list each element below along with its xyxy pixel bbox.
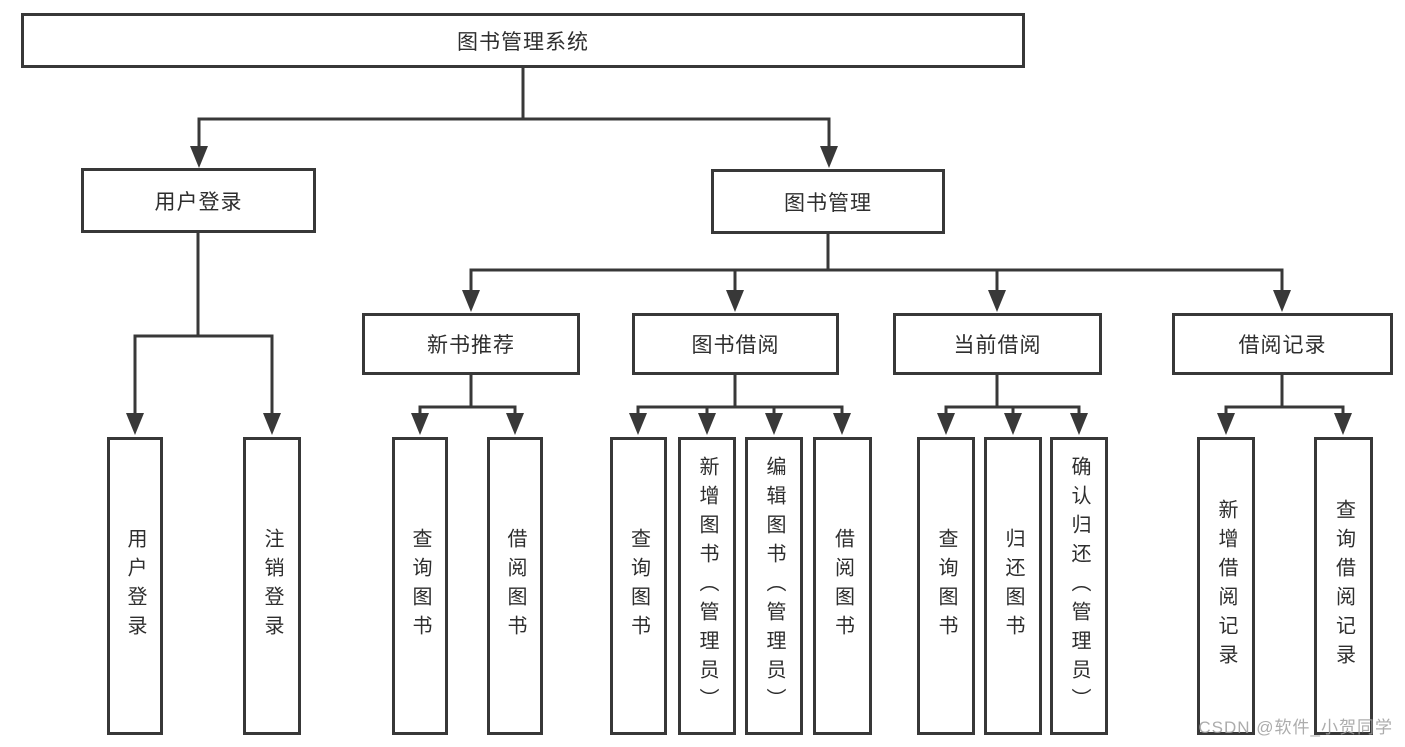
leaf-user-login: 用户登录 [107, 437, 163, 735]
node-book-borrow-label: 图书借阅 [691, 334, 780, 357]
leaf-borrow-book: 借阅图书 [813, 437, 872, 735]
leaf-borrow-book-recommend: 借阅图书 [487, 437, 543, 735]
node-root-label: 图书管理系统 [457, 30, 589, 54]
leaf-query-book-recommend-label: 查询图书 [409, 528, 431, 644]
leaf-logout: 注销登录 [243, 437, 301, 735]
node-borrow-records: 借阅记录 [1172, 313, 1393, 375]
leaf-confirm-return-admin: 确认归还（管理员） [1050, 437, 1108, 735]
node-book-management: 图书管理 [711, 169, 945, 234]
watermark: CSDN @软件_小贺同学 [1198, 718, 1393, 737]
leaf-add-borrow-record-label: 新增借阅记录 [1215, 499, 1237, 673]
leaf-query-book-current: 查询图书 [917, 437, 975, 735]
node-current-borrow-label: 当前借阅 [953, 334, 1042, 357]
leaf-query-book-borrow: 查询图书 [610, 437, 667, 735]
node-book-management-label: 图书管理 [784, 191, 872, 215]
leaf-query-borrow-record-label: 查询借阅记录 [1332, 499, 1355, 673]
node-root: 图书管理系统 [21, 13, 1025, 68]
leaf-return-book: 归还图书 [984, 437, 1042, 735]
leaf-add-book-admin: 新增图书（管理员） [678, 437, 736, 735]
arrowheads [126, 146, 1352, 435]
leaf-add-borrow-record: 新增借阅记录 [1197, 437, 1255, 735]
leaf-borrow-book-label: 借阅图书 [831, 528, 854, 644]
leaf-logout-label: 注销登录 [261, 528, 283, 644]
node-new-book-recommend: 新书推荐 [362, 313, 580, 375]
leaf-query-book-current-label: 查询图书 [935, 528, 957, 644]
node-user-login-label: 用户登录 [154, 190, 243, 214]
node-current-borrow: 当前借阅 [893, 313, 1102, 375]
node-book-borrow: 图书借阅 [632, 313, 839, 375]
leaf-query-book-borrow-label: 查询图书 [627, 528, 650, 644]
leaf-query-book-recommend: 查询图书 [392, 437, 448, 735]
node-new-book-recommend-label: 新书推荐 [427, 334, 515, 357]
leaf-query-borrow-record: 查询借阅记录 [1314, 437, 1373, 735]
leaf-add-book-admin-label: 新增图书（管理员） [696, 455, 718, 717]
leaf-borrow-book-recommend-label: 借阅图书 [504, 528, 526, 644]
leaf-edit-book-admin-label: 编辑图书（管理员） [763, 455, 785, 717]
leaf-edit-book-admin: 编辑图书（管理员） [745, 437, 803, 735]
node-borrow-records-label: 借阅记录 [1238, 334, 1327, 357]
leaf-return-book-label: 归还图书 [1002, 528, 1024, 644]
node-user-login: 用户登录 [81, 168, 316, 233]
leaf-user-login-label: 用户登录 [124, 528, 146, 644]
leaf-confirm-return-admin-label: 确认归还（管理员） [1068, 455, 1090, 717]
